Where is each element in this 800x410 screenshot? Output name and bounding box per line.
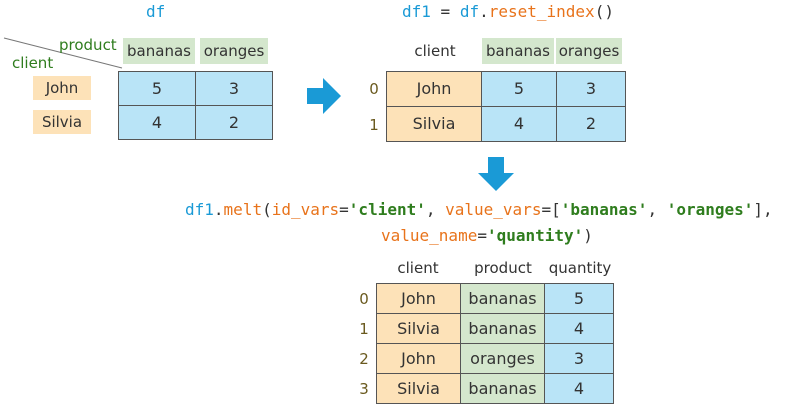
melt-code-sep2: , (647, 200, 667, 219)
df1-header-client: client (414, 42, 456, 60)
melted-cell-quantity: 4 (544, 373, 614, 404)
header-diagonal-line (3, 37, 123, 69)
melt-code-val-oranges: 'oranges' (666, 200, 754, 219)
melted-index-3: 3 (359, 380, 369, 398)
df1-cell: 4 (481, 106, 557, 142)
melt-code-line-1: df1.melt(id_vars='client', value_vars=['… (185, 200, 773, 219)
melt-code-arg-value-name: value_name (381, 226, 478, 245)
df1-cell: 3 (556, 71, 626, 107)
melt-code-val-bananas: 'bananas' (560, 200, 648, 219)
melted-header-client: client (397, 259, 439, 277)
melted-index-0: 0 (359, 290, 369, 308)
df-row-label-john: John (33, 76, 91, 100)
df-cell: 4 (118, 105, 196, 140)
melted-cell-client: John (376, 283, 461, 314)
df-table: product client bananas oranges John Silv… (0, 0, 290, 150)
melted-header-quantity: quantity (548, 259, 612, 277)
melt-code-sep1: , (425, 200, 446, 219)
df1-index-0: 0 (369, 80, 379, 98)
melt-code-eq1: = (339, 200, 349, 219)
df1-cell: 2 (556, 106, 626, 142)
melted-cell-client: Silvia (376, 313, 461, 344)
df1-cell: 5 (481, 71, 557, 107)
code-dot: . (479, 2, 489, 21)
df-col-header-oranges: oranges (200, 38, 268, 64)
down-arrow-icon (478, 157, 514, 191)
df-title: df (146, 2, 166, 21)
df-cell: 3 (195, 71, 273, 106)
melted-table: client product quantity 0 1 2 3 John ban… (350, 255, 630, 410)
melt-code-eq2: = (541, 200, 552, 219)
melt-code-obj: df1 (185, 200, 214, 219)
df1-cell-client: John (386, 71, 482, 107)
melt-code-dot: . (213, 200, 224, 219)
melt-code-arg-id-vars: id_vars (271, 200, 340, 219)
df1-col-header-oranges: oranges (556, 38, 622, 64)
melted-cell-client: John (376, 343, 461, 374)
melted-cell-product: bananas (460, 313, 545, 344)
melted-cell-product: bananas (460, 283, 545, 314)
melted-cell-product: bananas (460, 373, 545, 404)
melt-code-eq3: = (477, 226, 487, 245)
df-cell: 5 (118, 71, 196, 106)
df-cell: 2 (195, 105, 273, 140)
code-eq: = (430, 2, 460, 21)
melted-cell-quantity: 4 (544, 313, 614, 344)
columns-axis-label: product (59, 36, 117, 54)
df-col-header-bananas: bananas (123, 38, 195, 64)
code-method-reset-index: reset_index (488, 2, 595, 21)
melt-code-val-quantity: 'quantity' (486, 226, 584, 245)
melt-code-open: ( (262, 200, 272, 219)
melt-code-close-bracket: ], (753, 200, 773, 219)
reset-index-code: df1 = df.reset_index() (402, 2, 614, 21)
code-parens: () (594, 2, 614, 21)
df-row-label-silvia: Silvia (33, 110, 91, 134)
right-arrow-icon (307, 78, 341, 114)
melt-code-line-2: value_name='quantity') (381, 226, 593, 245)
code-obj-df: df (459, 2, 480, 21)
index-axis-label: client (12, 54, 54, 72)
melted-cell-product: oranges (460, 343, 545, 374)
melt-code-arg-value-vars: value_vars (445, 200, 542, 219)
code-var-df1: df1 (402, 2, 431, 21)
melted-index-1: 1 (359, 320, 369, 338)
df1-cell-client: Silvia (386, 106, 482, 142)
melted-cell-quantity: 5 (544, 283, 614, 314)
df1-table: client bananas oranges 0 1 John 5 3 Silv… (360, 30, 640, 145)
melt-code-close: ) (583, 226, 593, 245)
melted-cell-client: Silvia (376, 373, 461, 404)
melt-code-method: melt (223, 200, 263, 219)
df1-col-header-bananas: bananas (482, 38, 554, 64)
melted-index-2: 2 (359, 350, 369, 368)
melted-header-product: product (474, 259, 532, 277)
df1-index-1: 1 (369, 116, 379, 134)
melt-code-val-client: 'client' (348, 200, 426, 219)
melted-cell-quantity: 3 (544, 343, 614, 374)
melt-code-open-bracket: [ (551, 200, 561, 219)
